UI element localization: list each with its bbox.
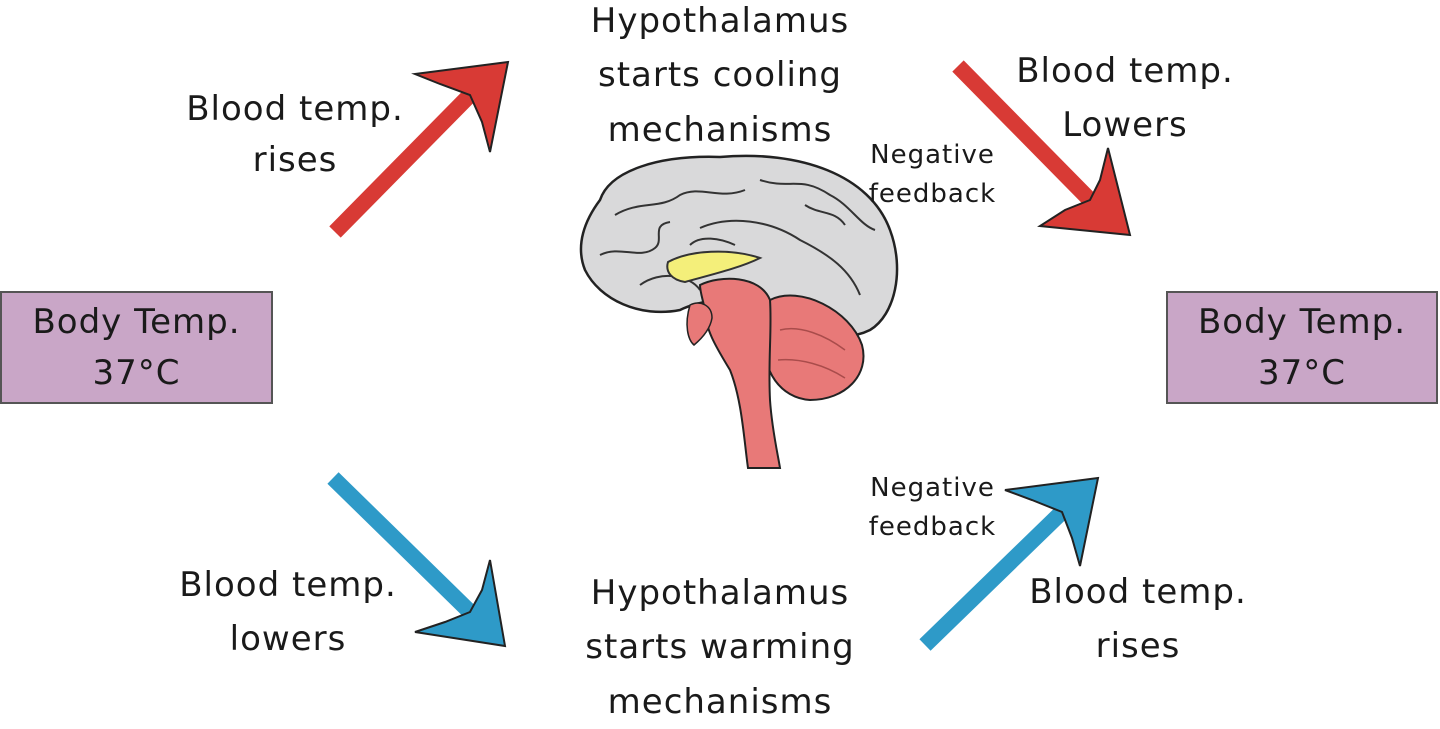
label-hypothalamus-warming: Hypothalamus starts warming mechanisms	[560, 566, 880, 729]
bottom-center-line1: Hypothalamus	[590, 573, 850, 613]
label-hypothalamus-cooling: Hypothalamus starts cooling mechanisms	[560, 0, 880, 157]
top-right-line2: Lowers	[1062, 105, 1188, 146]
bottom-feedback-line1: Negative	[870, 473, 995, 503]
label-blood-temp-rises-bottom: Blood temp. rises	[1013, 565, 1263, 674]
top-left-line1: Blood temp.	[186, 89, 404, 129]
body-temp-box-left: Body Temp. 37°C	[0, 291, 273, 404]
top-center-line2: starts cooling	[597, 55, 843, 96]
brain-illustration	[579, 154, 899, 469]
label-blood-temp-rises-top: Blood temp. rises	[170, 84, 420, 186]
bottom-center-line2: starts warming	[585, 627, 855, 668]
bottom-left-line2: lowers	[229, 619, 347, 660]
top-left-line2: rises	[252, 140, 338, 180]
box-left-line2: 37°C	[92, 352, 181, 393]
top-feedback-line2: feedback	[868, 179, 997, 209]
body-temp-box-right: Body Temp. 37°C	[1166, 291, 1438, 404]
top-right-line1: Blood temp.	[1016, 51, 1234, 91]
bottom-right-line1: Blood temp.	[1029, 572, 1247, 612]
rise-arrow-top-left	[329, 60, 510, 238]
label-negative-feedback-top: Negative feedback	[860, 136, 1005, 214]
bottom-left-line1: Blood temp.	[179, 565, 397, 605]
box-right-line1: Body Temp.	[1197, 301, 1407, 342]
rise-arrow-bottom-right	[919, 476, 1100, 651]
top-feedback-line1: Negative	[870, 140, 995, 170]
bottom-feedback-line2: feedback	[868, 512, 997, 542]
box-right-line2: 37°C	[1257, 352, 1346, 393]
label-negative-feedback-bottom: Negative feedback	[860, 469, 1005, 547]
lower-arrow-top-right	[952, 60, 1132, 237]
lower-arrow-bottom-left	[327, 472, 507, 648]
diagram-graphics	[327, 60, 1132, 651]
box-left-line1: Body Temp.	[32, 301, 241, 342]
bottom-right-line2: rises	[1095, 626, 1181, 667]
label-blood-temp-lowers-top: Blood temp. Lowers	[1000, 44, 1250, 153]
label-blood-temp-lowers-bottom: Blood temp. lowers	[163, 558, 413, 667]
top-center-line3: mechanisms	[607, 109, 833, 150]
bottom-center-line3: mechanisms	[607, 681, 833, 722]
top-center-line1: Hypothalamus	[590, 1, 850, 41]
